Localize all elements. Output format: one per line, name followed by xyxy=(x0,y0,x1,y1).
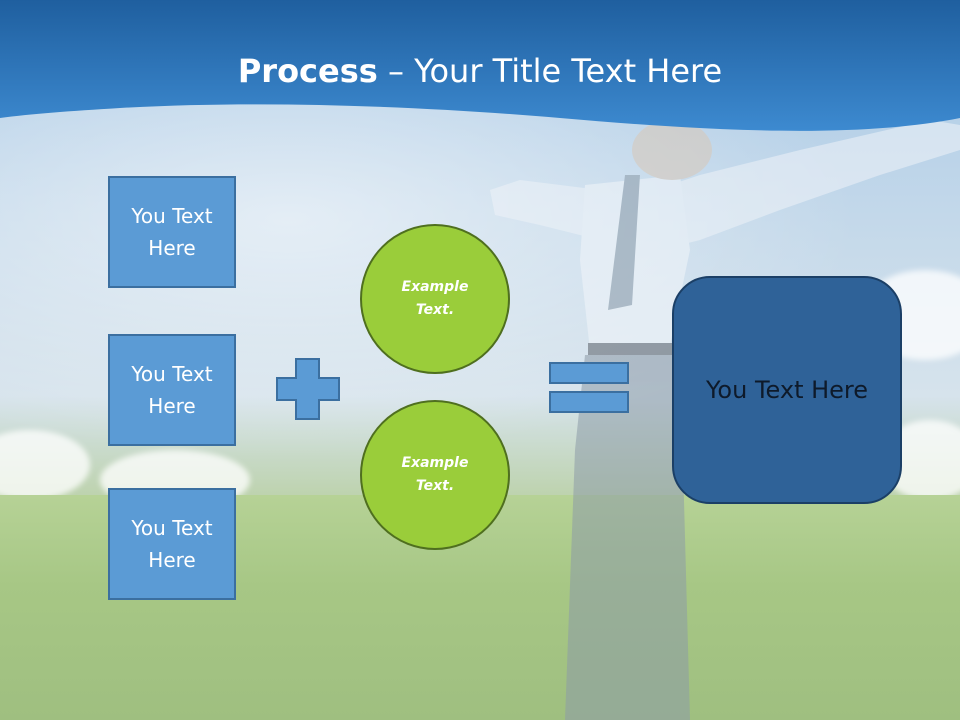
input-box-3: You Text Here xyxy=(108,488,236,600)
input-box-3-label: You Text Here xyxy=(131,516,213,572)
header-band xyxy=(0,0,960,131)
input-box-2-label: You Text Here xyxy=(131,362,213,418)
example-circle-1: Example Text. xyxy=(360,224,510,374)
title-rest: – Your Title Text Here xyxy=(377,52,723,90)
input-box-1: You Text Here xyxy=(108,176,236,288)
slide-title: Process – Your Title Text Here xyxy=(0,52,960,90)
result-box-label: You Text Here xyxy=(705,376,869,404)
equals-icon xyxy=(549,362,629,413)
example-circle-2: Example Text. xyxy=(360,400,510,550)
plus-icon xyxy=(276,358,340,420)
result-box: You Text Here xyxy=(672,276,902,504)
input-box-2: You Text Here xyxy=(108,334,236,446)
input-box-1-label: You Text Here xyxy=(131,204,213,260)
example-circle-1-label: Example Text. xyxy=(401,279,469,318)
title-bold: Process xyxy=(237,52,378,90)
example-circle-2-label: Example Text. xyxy=(401,455,469,494)
